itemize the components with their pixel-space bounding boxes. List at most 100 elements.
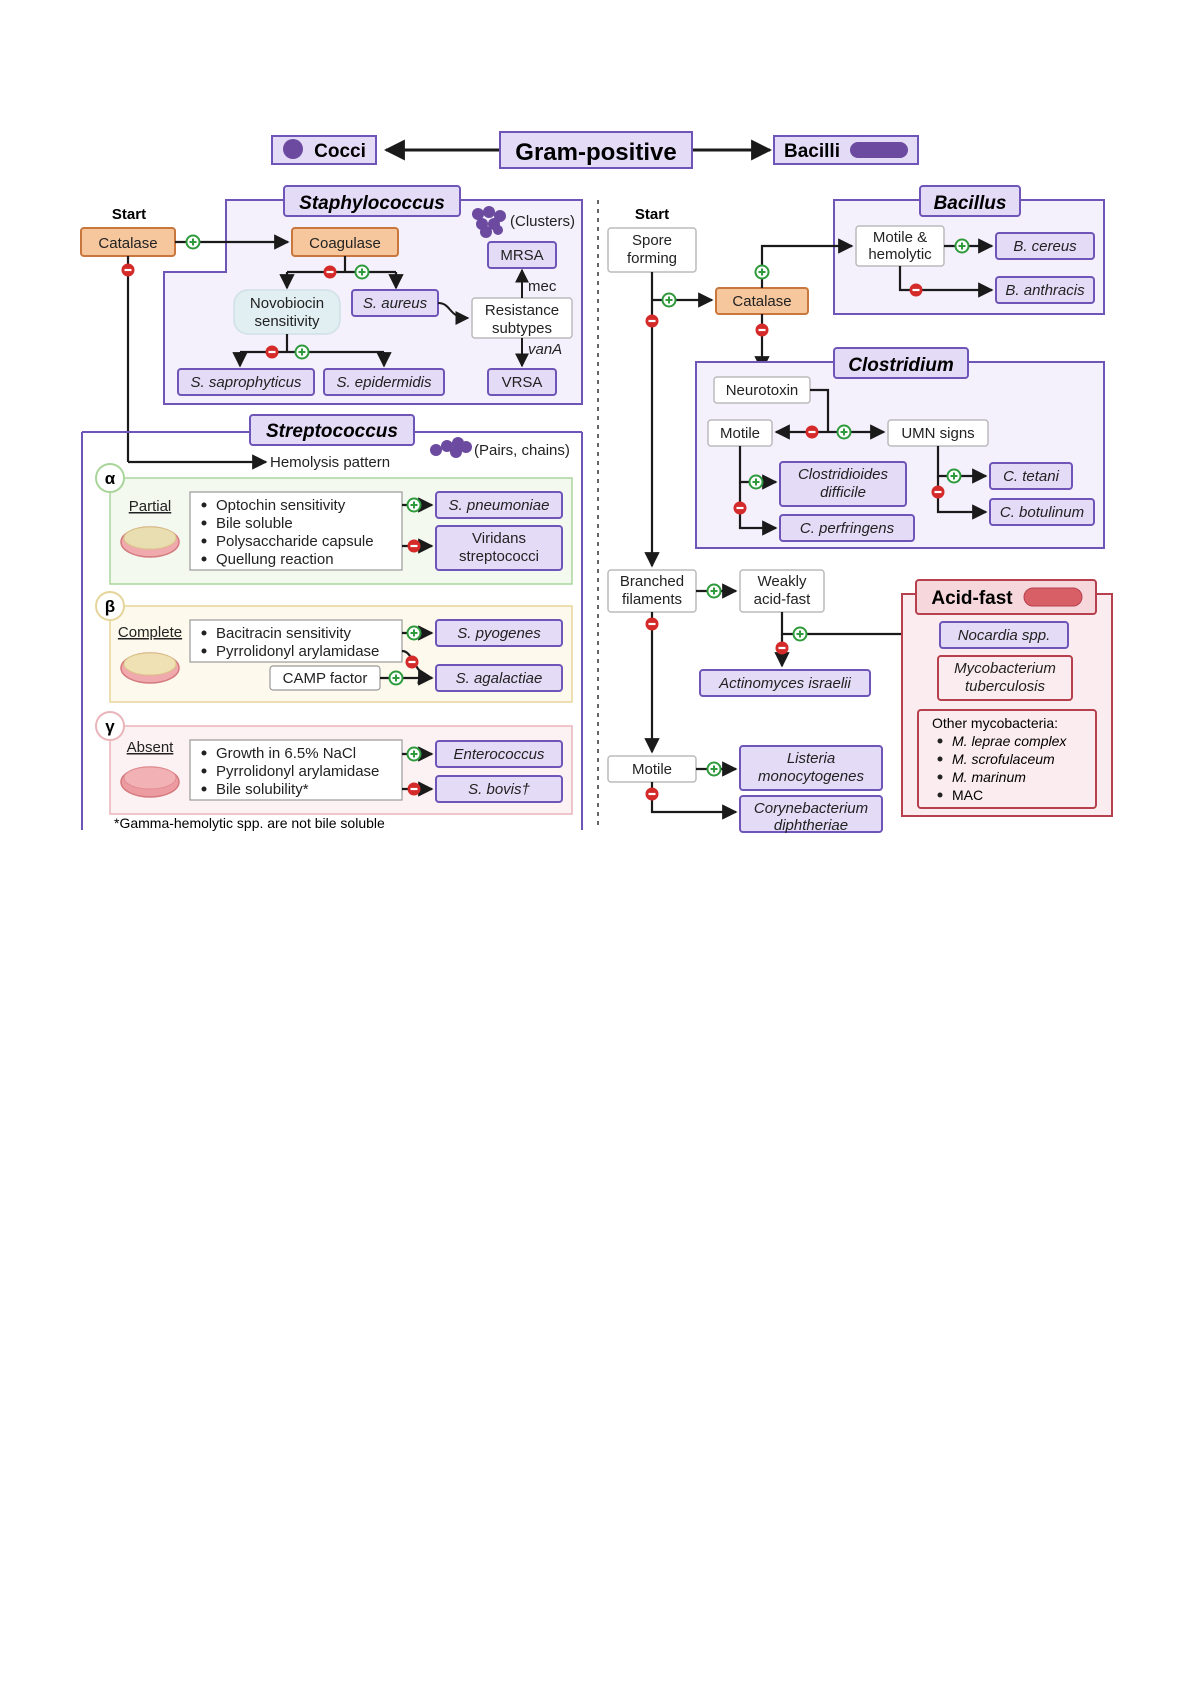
spore-line2: forming	[627, 250, 677, 267]
neurotoxin-split-line	[810, 388, 830, 432]
clostridium-title: Clostridium	[848, 355, 954, 376]
minus-icon	[645, 787, 659, 801]
bacilli-header-label: Bacilli	[784, 141, 840, 162]
b-cereus-label: B. cereus	[1013, 238, 1077, 255]
corynebacterium-line2: diphtheriae	[774, 817, 848, 834]
bacilli-start-label: Start	[635, 206, 669, 223]
acid-fast-shape-icon	[1023, 587, 1083, 607]
plus-icon	[388, 670, 404, 686]
minus-icon	[755, 323, 769, 337]
bacilli-catalase-label: Catalase	[732, 293, 791, 310]
streptococcus-title-box	[249, 414, 415, 446]
other-myco-3: M. marinum	[952, 769, 1026, 785]
viridans-line1: Viridans	[472, 530, 526, 547]
motile-hemolytic-line2: hemolytic	[868, 246, 932, 263]
plus-icon	[836, 424, 852, 440]
s-bovis-box	[435, 775, 563, 803]
alpha-badge	[95, 463, 125, 493]
novobiocin-split-line	[240, 334, 384, 354]
plus-icon	[185, 234, 201, 250]
gram-positive-title-box	[499, 131, 693, 169]
viridans-box	[435, 525, 563, 571]
enterococcus-label: Enterococcus	[454, 746, 545, 763]
s-agalactiae-label: S. agalactiae	[456, 670, 543, 687]
s-pyogenes-box	[435, 619, 563, 647]
mrsa-label: MRSA	[500, 247, 543, 264]
pairs-chains-note: (Pairs, chains)	[474, 442, 570, 459]
other-mycobacteria-title: Other mycobacteria:	[932, 715, 1058, 731]
minus-icon	[265, 345, 279, 359]
minus-icon	[645, 314, 659, 328]
plus-icon	[406, 625, 422, 641]
s-epidermidis-label: S. epidermidis	[336, 374, 432, 391]
alpha-label: Partial	[129, 498, 172, 515]
listeria-line2: monocytogenes	[758, 768, 864, 785]
resistance-line1: Resistance	[485, 302, 559, 319]
motile-negative-arrow	[650, 782, 738, 820]
minus-icon	[733, 501, 747, 515]
nocardia-box	[939, 621, 1069, 649]
plus-icon	[754, 264, 770, 280]
plus-icon	[792, 626, 808, 642]
beta-symbol: β	[105, 597, 115, 616]
plus-icon	[406, 746, 422, 762]
alpha-tests-list: Optochin sensitivity Bile soluble Polysa…	[201, 497, 374, 568]
gamma-symbol: γ	[105, 717, 115, 736]
c-botulinum-box	[989, 498, 1095, 526]
bacilli-motile-label: Motile	[632, 761, 672, 778]
cocci-catalase-label: Catalase	[98, 235, 157, 252]
c-perfringens-box	[779, 514, 915, 542]
mec-label: mec	[528, 278, 557, 295]
cluster-icon	[472, 206, 506, 238]
s-agalactiae-box	[435, 664, 563, 692]
acid-fast-title: Acid-fast	[931, 588, 1013, 609]
gamma-tests-box	[189, 739, 403, 801]
s-aureus-label: S. aureus	[363, 295, 428, 312]
beta-test-1: Bacitracin sensitivity	[216, 625, 352, 642]
other-myco-2: M. scrofulaceum	[952, 751, 1055, 767]
minus-icon	[121, 263, 135, 277]
gamma-test-1: Growth in 6.5% NaCl	[216, 745, 356, 762]
bacilli-side: Start Spore forming Catalase Bacillus Mo…	[607, 185, 1113, 834]
beta-label: Complete	[118, 624, 182, 641]
c-tetani-box	[989, 462, 1073, 490]
branched-line1: Branched	[620, 573, 684, 590]
camp-factor-label: CAMP factor	[283, 670, 368, 687]
clostridium-title-box	[833, 347, 969, 379]
novobiocin-line2: sensitivity	[254, 313, 320, 330]
staphylococcus-title: Staphylococcus	[299, 193, 445, 214]
mtb-line1: Mycobacterium	[954, 660, 1056, 677]
alpha-test-1: Optochin sensitivity	[216, 497, 346, 514]
s-pneumoniae-box	[435, 491, 563, 519]
s-saprophyticus-label: S. saprophyticus	[191, 374, 302, 391]
gamma-petri-dish-icon	[120, 766, 180, 798]
actinomyces-box	[699, 669, 871, 697]
listeria-line1: Listeria	[787, 750, 835, 767]
motile-hemolytic-line1: Motile &	[873, 229, 927, 246]
positive-markers	[185, 234, 970, 777]
minus-icon	[775, 641, 789, 655]
beta-petri-dish-icon	[120, 652, 180, 684]
b-anthracis-label: B. anthracis	[1005, 282, 1085, 299]
plus-icon	[661, 292, 677, 308]
minus-icon	[407, 539, 421, 553]
bacillus-title: Bacillus	[934, 193, 1007, 214]
beta-badge	[95, 591, 125, 621]
mrsa-box	[487, 241, 557, 269]
s-epidermidis-box	[323, 368, 445, 396]
other-mycobacteria-list: M. leprae complex M. scrofulaceum M. mar…	[937, 733, 1067, 803]
listeria-box	[739, 745, 883, 791]
actinomyces-label: Actinomyces israelii	[718, 675, 851, 692]
minus-icon	[645, 617, 659, 631]
plus-icon	[706, 761, 722, 777]
viridans-line2: streptococci	[459, 548, 539, 565]
gamma-test-2: Pyrrolidonyl arylamidase	[216, 763, 379, 780]
plus-icon	[406, 497, 422, 513]
alpha-test-3: Polysaccharide capsule	[216, 533, 374, 550]
gamma-tests-list: Growth in 6.5% NaCl Pyrrolidonyl arylami…	[201, 745, 379, 798]
negative-markers	[121, 263, 945, 801]
coagulase-label: Coagulase	[309, 235, 381, 252]
minus-icon	[805, 425, 819, 439]
